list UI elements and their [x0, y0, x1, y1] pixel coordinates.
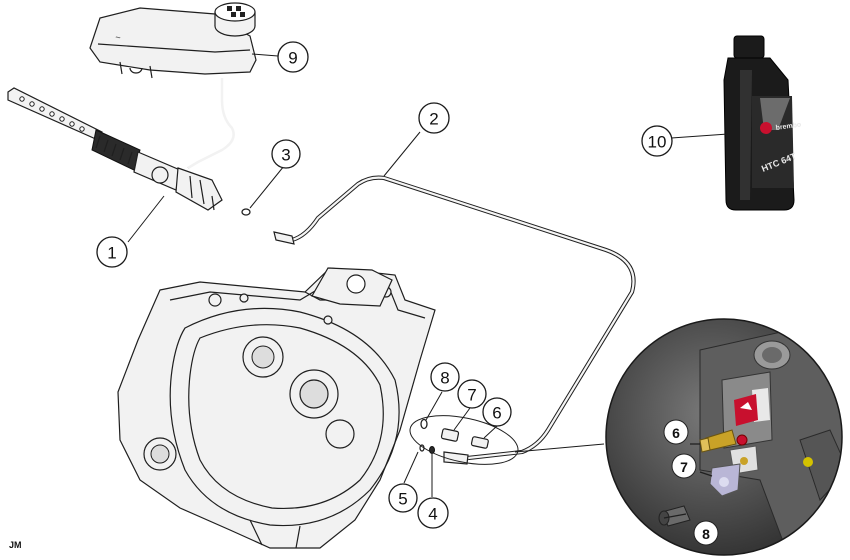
inset-callout-8: 8 — [693, 520, 719, 546]
illustrator-initials: JM — [9, 540, 22, 550]
o-ring — [241, 208, 251, 216]
seal-washer — [420, 418, 428, 430]
leader-lines — [127, 53, 729, 497]
svg-text:6: 6 — [492, 404, 501, 423]
callout-9: 9 — [277, 41, 309, 73]
callout-1: 1 — [96, 236, 128, 268]
svg-text:10: 10 — [648, 133, 667, 152]
callout-2: 2 — [418, 102, 450, 134]
reservoir-feed-hose-inner — [187, 78, 235, 170]
gearbox-housing — [117, 267, 436, 549]
inset-callout-7: 7 — [671, 453, 697, 479]
small-seal — [419, 444, 425, 452]
inset-callout-6: 6 — [663, 419, 689, 445]
svg-text:~: ~ — [115, 32, 122, 43]
adapter-fitting — [440, 428, 460, 442]
callout-10: 10 — [641, 125, 673, 157]
callout-7: 7 — [457, 379, 487, 409]
slave-cylinder-detail-inset — [605, 318, 843, 556]
fluid-reservoir: ~ — [89, 2, 257, 79]
svg-text:7: 7 — [467, 386, 476, 405]
callout-5: 5 — [388, 483, 418, 513]
callout-4: 4 — [417, 497, 449, 529]
inset-bleed-nipple — [699, 429, 737, 453]
clutch-master-cylinder — [7, 87, 223, 211]
svg-text:8: 8 — [440, 369, 449, 388]
bottle-brand-label: brembo — [775, 121, 801, 132]
brake-fluid-bottle: brembo HTC 64T — [723, 35, 802, 211]
svg-text:5: 5 — [398, 490, 407, 509]
svg-text:3: 3 — [281, 146, 290, 165]
svg-text:2: 2 — [429, 110, 438, 129]
callout-8: 8 — [430, 362, 460, 392]
callout-6: 6 — [482, 397, 512, 427]
svg-text:7: 7 — [680, 459, 688, 475]
pushrod-slots — [19, 96, 85, 132]
svg-text:4: 4 — [428, 505, 437, 524]
washer — [429, 446, 435, 454]
svg-text:9: 9 — [288, 49, 297, 68]
bleed-nipple — [470, 436, 489, 449]
svg-text:6: 6 — [672, 425, 680, 441]
svg-text:8: 8 — [702, 526, 710, 542]
inset-adapter-clip — [709, 463, 741, 497]
reservoir-cap — [214, 2, 256, 37]
callout-3: 3 — [271, 139, 301, 169]
hydraulic-pipe — [273, 175, 636, 465]
svg-text:1: 1 — [107, 244, 116, 263]
